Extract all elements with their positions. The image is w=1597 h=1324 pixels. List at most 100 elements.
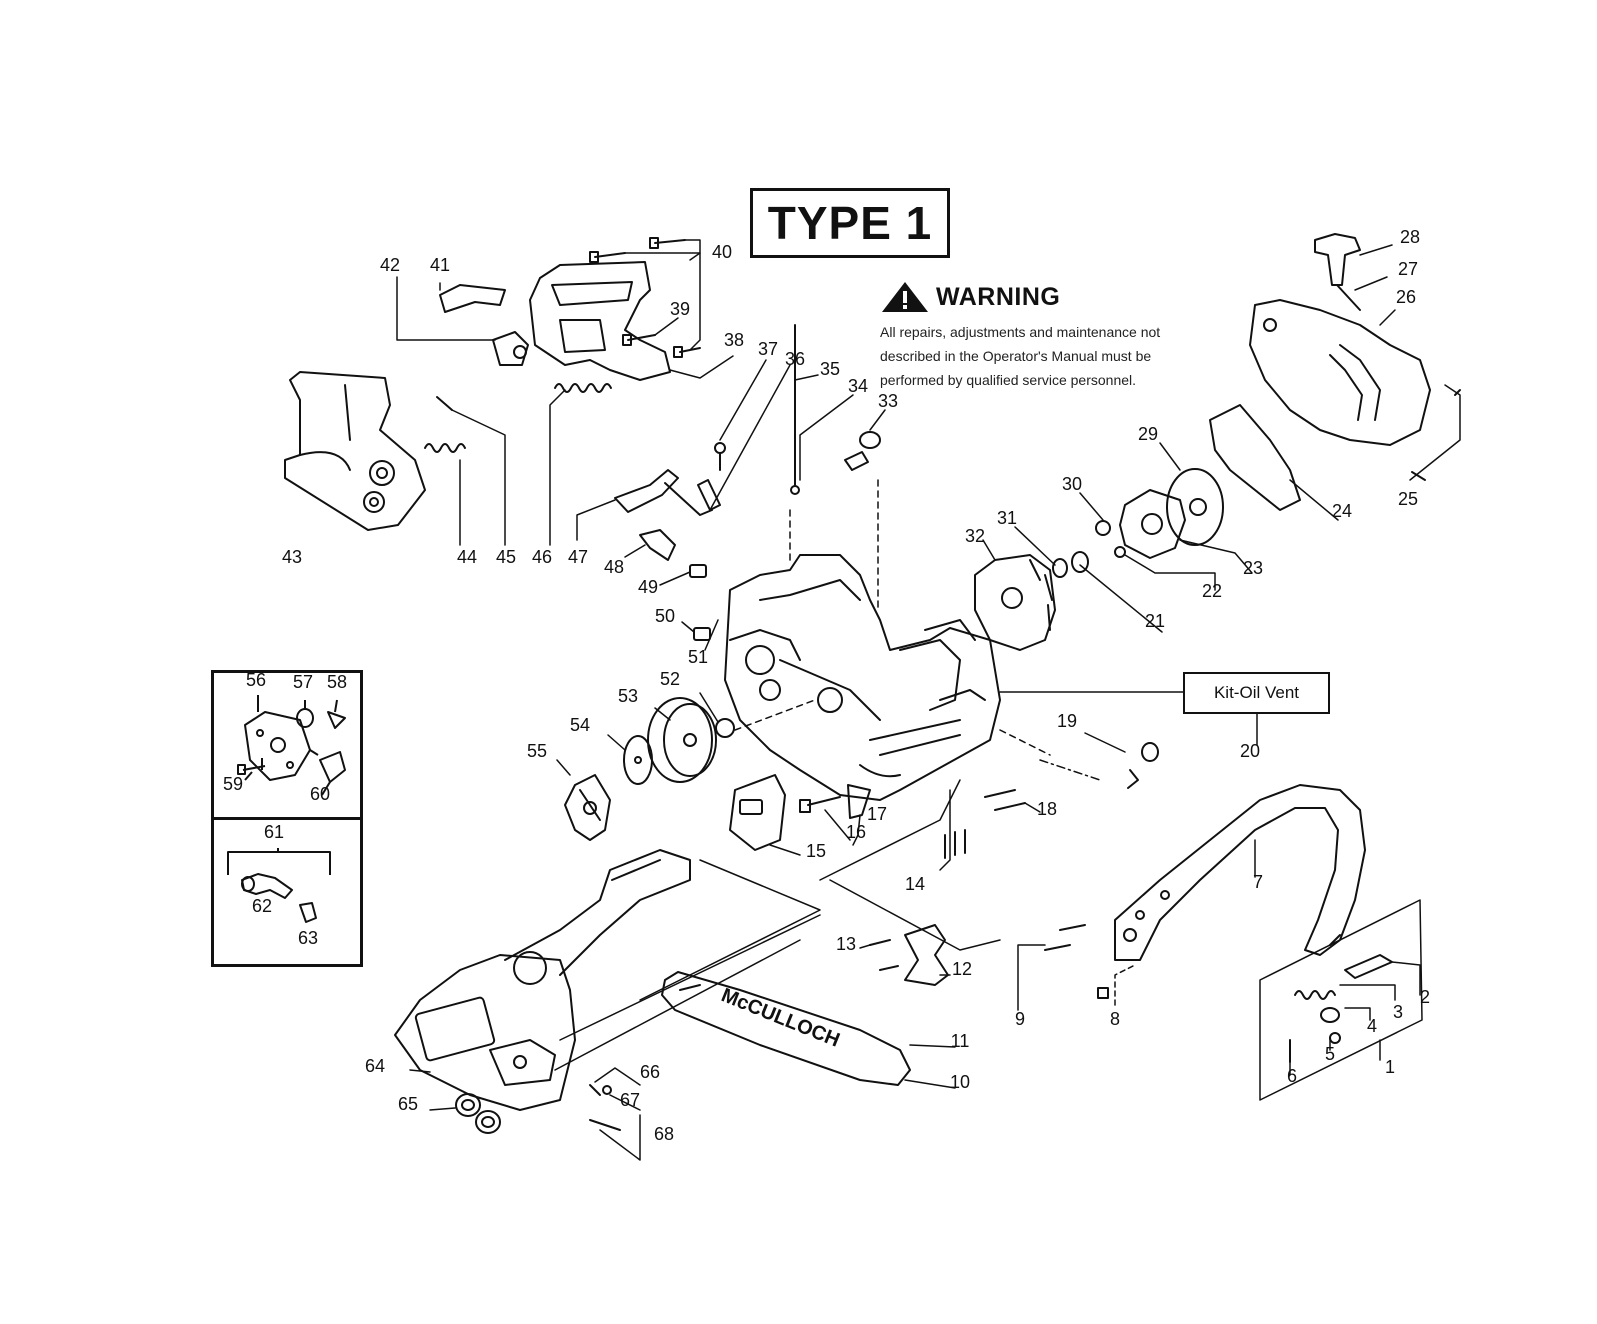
part-label-12: 12 [952, 959, 972, 979]
handle-housing-part [439, 237, 701, 381]
type-title: TYPE 1 [767, 197, 933, 249]
part-label-1: 1 [1385, 1057, 1395, 1077]
part-label-34: 34 [848, 376, 868, 396]
part-label-15: 15 [806, 841, 826, 861]
clip-49-part [689, 564, 707, 578]
part-label-14: 14 [905, 874, 925, 894]
knob-33-part [844, 431, 881, 471]
part-label-55: 55 [527, 741, 547, 761]
part-label-17: 17 [867, 804, 887, 824]
part-label-32: 32 [965, 526, 985, 546]
part-label-65: 65 [398, 1094, 418, 1114]
part-label-30: 30 [1062, 474, 1082, 494]
part-label-63: 63 [298, 928, 318, 948]
part-label-51: 51 [688, 647, 708, 667]
part-label-43: 43 [282, 547, 302, 567]
part-label-38: 38 [724, 330, 744, 350]
part-label-58: 58 [327, 672, 347, 692]
inset-box-upper [211, 670, 363, 820]
fan-cover-24-part [1209, 404, 1301, 511]
warning-block: WARNING All repairs, adjustments and mai… [880, 280, 1200, 392]
part-label-8: 8 [1110, 1009, 1120, 1029]
clutch-drum-53-part [647, 697, 717, 783]
part-label-18: 18 [1037, 799, 1057, 819]
warning-header: WARNING [880, 280, 1200, 314]
part-label-64: 64 [365, 1056, 385, 1076]
part-label-48: 48 [604, 557, 624, 577]
part-label-3: 3 [1393, 1002, 1403, 1022]
screw-13-part [869, 939, 899, 971]
part-label-5: 5 [1325, 1044, 1335, 1064]
starter-housing-26-part [1249, 299, 1431, 446]
part-label-36: 36 [785, 349, 805, 369]
washer-52-part [715, 718, 735, 738]
guide-17-part [847, 784, 871, 819]
part-label-19: 19 [1057, 711, 1077, 731]
part-label-4: 4 [1367, 1016, 1377, 1036]
pulley-23-part [1119, 489, 1186, 559]
part-label-54: 54 [570, 715, 590, 735]
washer-31-part [1052, 558, 1068, 578]
starter-handle-28-part [1314, 233, 1361, 311]
screw-22-part [1114, 546, 1126, 558]
part-label-37: 37 [758, 339, 778, 359]
part-label-49: 49 [638, 577, 658, 597]
part-label-59: 59 [223, 774, 243, 794]
spring-44-part [424, 443, 466, 453]
screw-25-part [1411, 389, 1461, 481]
part-label-68: 68 [654, 1124, 674, 1144]
nut-21-part [1071, 551, 1089, 573]
spring-disc-29-part [1166, 468, 1224, 546]
warning-text: All repairs, adjustments and maintenance… [880, 324, 1161, 388]
part-label-46: 46 [532, 547, 552, 567]
washer-54-part [623, 735, 653, 785]
nuts-65-part [455, 1093, 501, 1134]
type-title-box: TYPE 1 [750, 188, 950, 258]
part-label-52: 52 [660, 669, 680, 689]
bracket-48-part [639, 529, 676, 561]
bolts-9-part [1044, 924, 1086, 951]
part-label-41: 41 [430, 255, 450, 275]
part-label-39: 39 [670, 299, 690, 319]
part-label-16: 16 [846, 822, 866, 842]
spring-46-part [554, 383, 612, 393]
part-label-47: 47 [568, 547, 588, 567]
part-label-31: 31 [997, 508, 1017, 528]
part-label-28: 28 [1400, 227, 1420, 247]
nut-30-part [1095, 520, 1111, 536]
part-label-33: 33 [878, 391, 898, 411]
clip-50-part [693, 627, 711, 641]
part-label-10: 10 [950, 1072, 970, 1092]
part-label-20: 20 [1240, 741, 1260, 761]
part-label-35: 35 [820, 359, 840, 379]
part-label-26: 26 [1396, 287, 1416, 307]
kit-oil-vent-box: Kit-Oil Vent [1183, 672, 1330, 714]
warning-title: WARNING [936, 282, 1061, 311]
screw-66-part [589, 1084, 601, 1096]
part-label-6: 6 [1287, 1066, 1297, 1086]
sprocket-55-part [564, 774, 611, 841]
inset-box-lower [211, 817, 363, 967]
part-label-11: 11 [951, 1031, 970, 1051]
part-label-23: 23 [1243, 558, 1263, 578]
chain-cover-64-part [394, 849, 691, 1111]
part-label-25: 25 [1398, 489, 1418, 509]
bolt-8-head [1097, 987, 1109, 999]
oil-vent-19-part [1127, 742, 1159, 789]
warning-triangle-icon [882, 282, 928, 312]
part-label-24: 24 [1332, 501, 1352, 521]
part-label-62: 62 [252, 896, 272, 916]
part-label-22: 22 [1202, 581, 1222, 601]
part-label-40: 40 [712, 242, 732, 262]
pin-45-part [436, 396, 453, 411]
bolt-68-part [589, 1119, 621, 1131]
part-label-27: 27 [1398, 259, 1418, 279]
part-label-13: 13 [836, 934, 856, 954]
kit-oil-vent-label: Kit-Oil Vent [1213, 683, 1300, 702]
part-label-9: 9 [1015, 1009, 1025, 1029]
bolt-18-part [984, 789, 1026, 811]
part-label-7: 7 [1253, 872, 1263, 892]
brake-lever-part [614, 324, 800, 516]
